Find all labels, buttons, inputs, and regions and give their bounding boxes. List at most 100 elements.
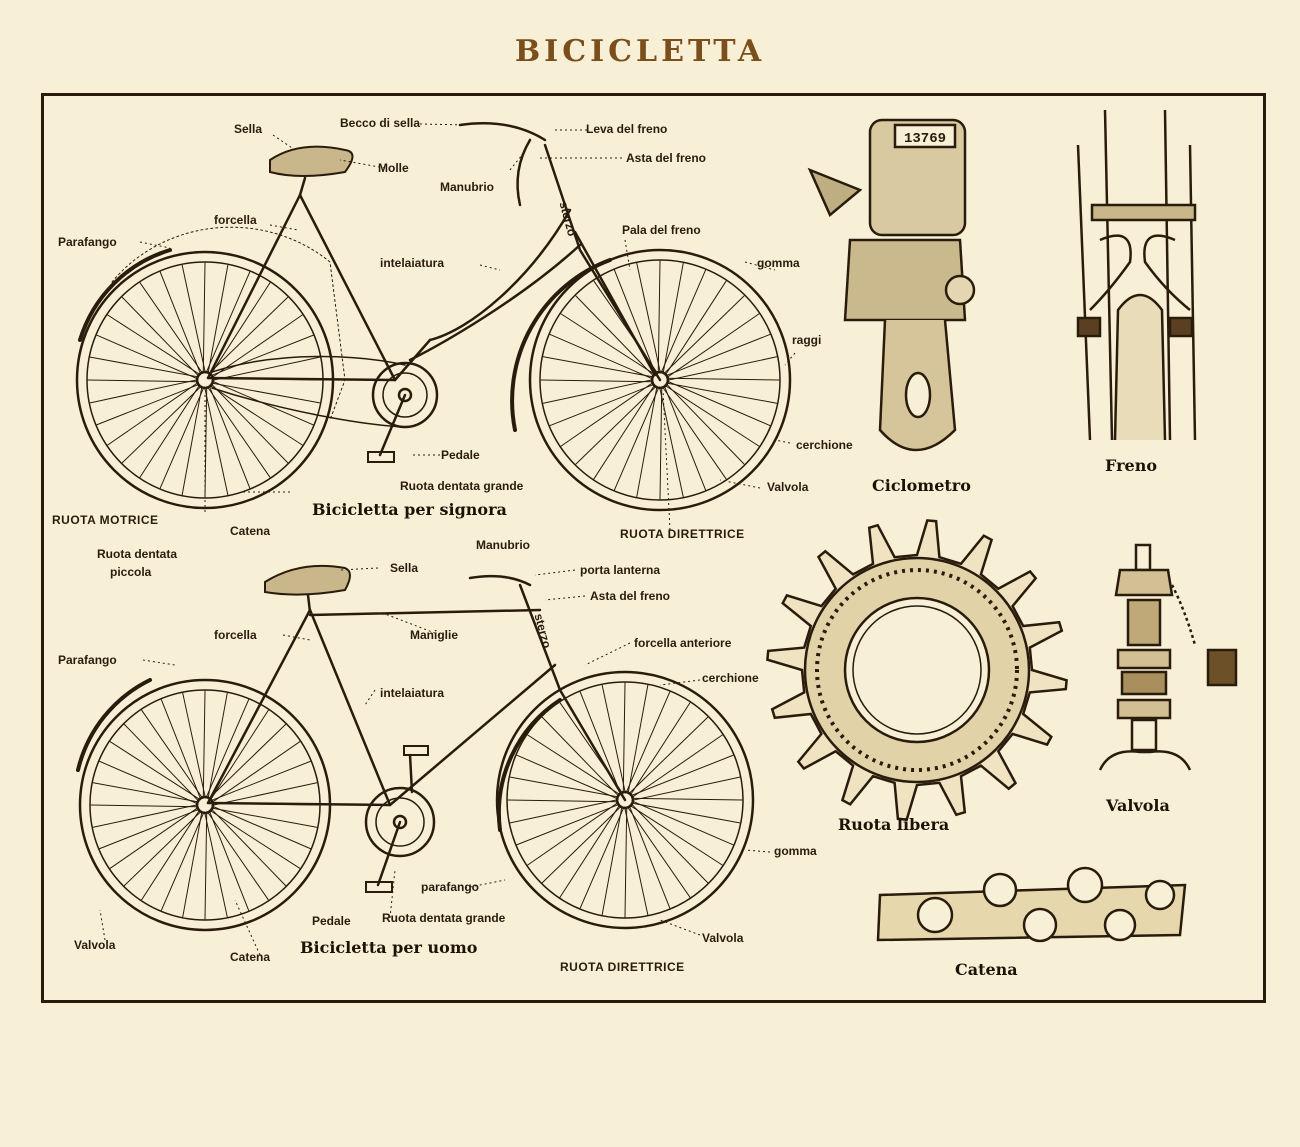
label-sella-man: Sella [390,561,419,575]
spoke [559,804,621,898]
spoke [665,382,778,404]
spoke [210,382,321,404]
spoke [211,782,318,806]
label-intelaiatura-man: intelaiatura [380,686,445,700]
spoke [182,810,203,918]
spoke [630,803,709,884]
freewheel-drawing [766,519,1068,821]
spoke [182,692,206,799]
spoke [560,313,656,376]
spoke [211,356,321,381]
label-manubrio-man: Manubrio [476,538,530,552]
spoke [89,379,199,404]
label-parafango-man: Parafango [58,653,117,667]
label-maniglie: Maniglie [410,628,459,642]
spoke [181,385,203,496]
label-forcella-anteriore: forcella anteriore [634,636,732,650]
brake-drawing [1076,109,1197,441]
spoke [666,380,771,427]
spoke [630,802,741,824]
man-frame [206,564,627,807]
spoke [664,280,727,376]
spoke [208,296,289,375]
spoke [666,356,778,381]
spoke [87,379,199,383]
spoke [181,264,206,374]
lady-frame [206,122,662,382]
spoke [627,684,649,795]
spoke [204,386,229,496]
lady-rear-wheel [75,226,346,510]
caption-freno: Freno [1105,456,1157,475]
spoke [211,805,311,850]
spoke [204,386,208,498]
label-cerchione: cerchione [796,438,853,452]
spoke [210,807,318,828]
spoke [527,734,621,796]
spoke [109,741,201,801]
spoke [541,716,620,797]
spoke [160,811,205,911]
spoke [660,269,707,374]
spoke [636,385,658,498]
caption-catena: Catena [955,960,1018,979]
spoke [613,386,660,491]
label-intelaiatura: intelaiatura [380,256,445,270]
lady-bicycle-drawing [75,122,792,512]
spoke [90,804,199,808]
spoke [209,384,303,446]
spoke [542,379,654,404]
cyclometer-counter: 13769 [904,131,946,147]
spoke [663,295,745,375]
spoke [210,334,314,377]
label-catena: Catena [230,524,271,538]
label-gomma-man: gomma [774,844,817,858]
label-pedale: Pedale [441,448,480,462]
label-raggi: raggi [792,333,822,347]
caption-ruota-libera: Ruota libera [838,815,950,834]
lady-front-wheel [510,248,792,512]
spoke [631,800,734,846]
cyclometer-drawing: 13769 [807,118,976,452]
label-gomma: gomma [757,256,800,270]
label-leva-del-freno: Leva del freno [586,122,668,136]
spoke [613,269,657,375]
spoke [560,381,654,447]
spoke [207,692,228,800]
spoke [629,804,723,866]
spoke [665,333,771,377]
spoke [208,385,251,489]
caption-valvola: Valvola [1106,796,1170,815]
caption-ciclometro: Ciclometro [872,476,971,495]
spoke [209,809,301,869]
spoke [657,260,661,374]
spoke [628,805,671,909]
spoke [575,295,655,377]
spoke [663,385,707,491]
spoke [628,716,709,795]
label-ruota-motrice: RUOTA MOTRICE [52,513,159,527]
spoke [541,805,622,884]
spoke [159,386,205,489]
spoke [210,808,287,887]
spoke [527,801,619,866]
spoke [99,760,199,805]
label-parafango: Parafango [58,235,117,249]
spoke [625,691,671,794]
spoke [211,741,301,804]
spoke [593,384,656,480]
spoke [509,799,619,824]
caption-lady-bicycle: Bicicletta per signora [312,500,507,519]
spoke [601,805,623,916]
spoke [629,702,691,796]
man-chainring [364,745,436,893]
spoke [516,803,620,846]
man-front-wheel [495,670,755,930]
label-ruota-direttrice: RUOTA DIRETTRICE [620,527,745,541]
spoke [92,782,200,803]
spoke [202,262,206,374]
spoke [204,811,208,920]
spoke [210,760,311,802]
spoke [661,386,727,480]
